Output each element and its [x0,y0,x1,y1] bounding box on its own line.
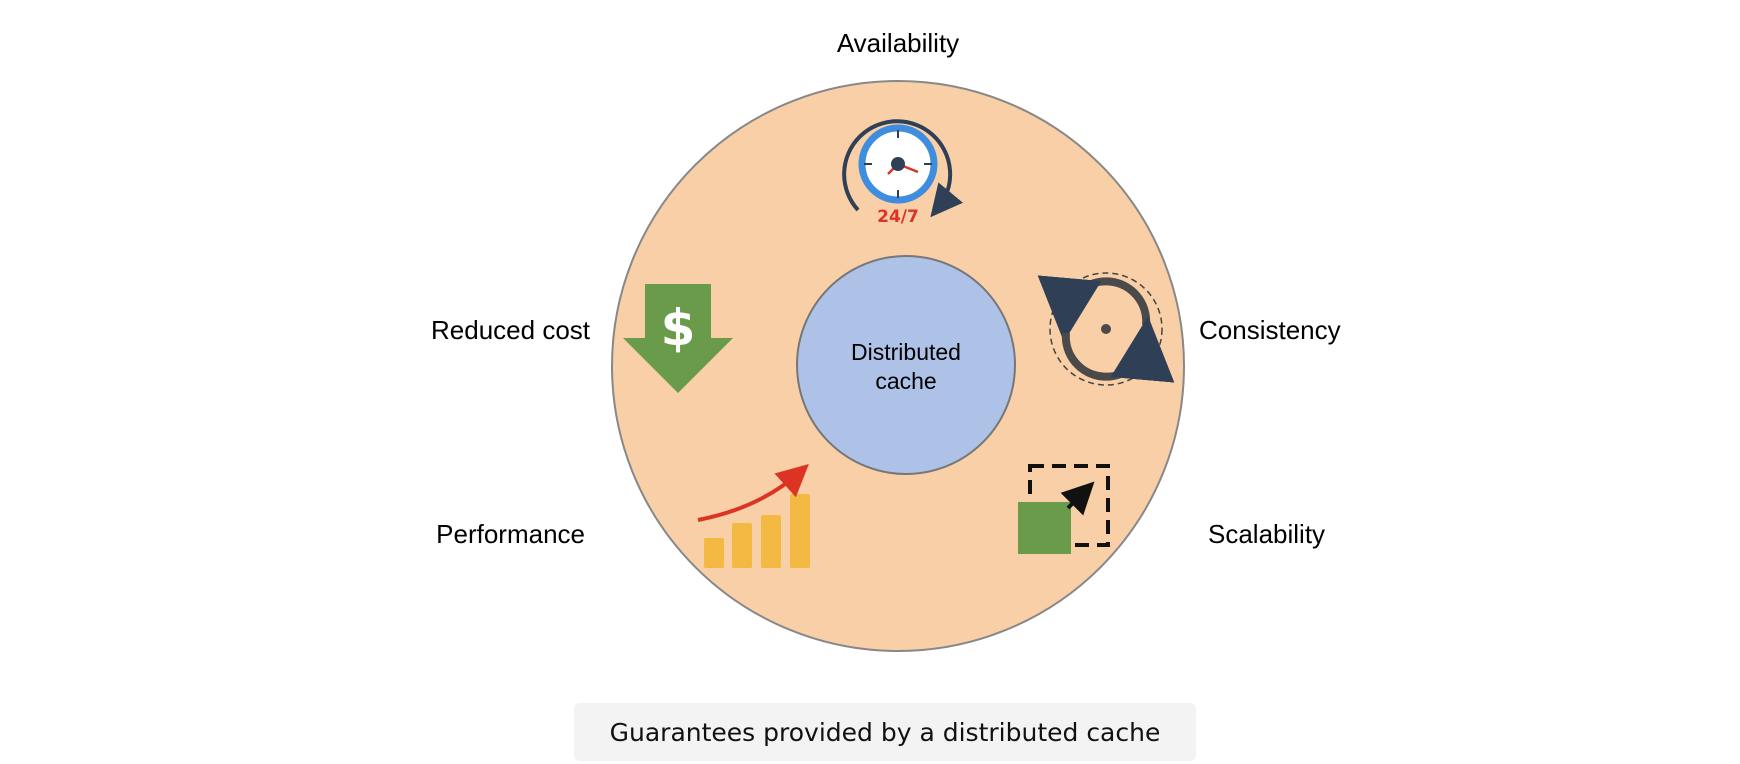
label-performance: Performance [436,519,585,549]
dollar-symbol: $ [661,299,696,357]
sync-arrows-icon [1037,272,1175,386]
label-scalability: Scalability [1208,519,1325,549]
clock-24-7-badge: 24/7 [877,207,919,227]
caption-box: Guarantees provided by a distributed cac… [574,703,1196,761]
label-consistency: Consistency [1199,315,1341,345]
dollar-down-arrow-icon: $ [623,284,733,393]
caption-text: Guarantees provided by a distributed cac… [609,717,1161,747]
bar-chart-growth-icon [697,463,810,568]
center-label-line2: cache [875,368,936,394]
inner-cache-circle [796,255,1016,475]
label-reduced-cost: Reduced cost [431,315,591,345]
clock-24-7-icon: 24/7 [842,119,964,227]
resize-scale-icon [1018,464,1110,554]
label-availability: Availability [837,28,959,58]
center-label-line1: Distributed [851,339,961,365]
